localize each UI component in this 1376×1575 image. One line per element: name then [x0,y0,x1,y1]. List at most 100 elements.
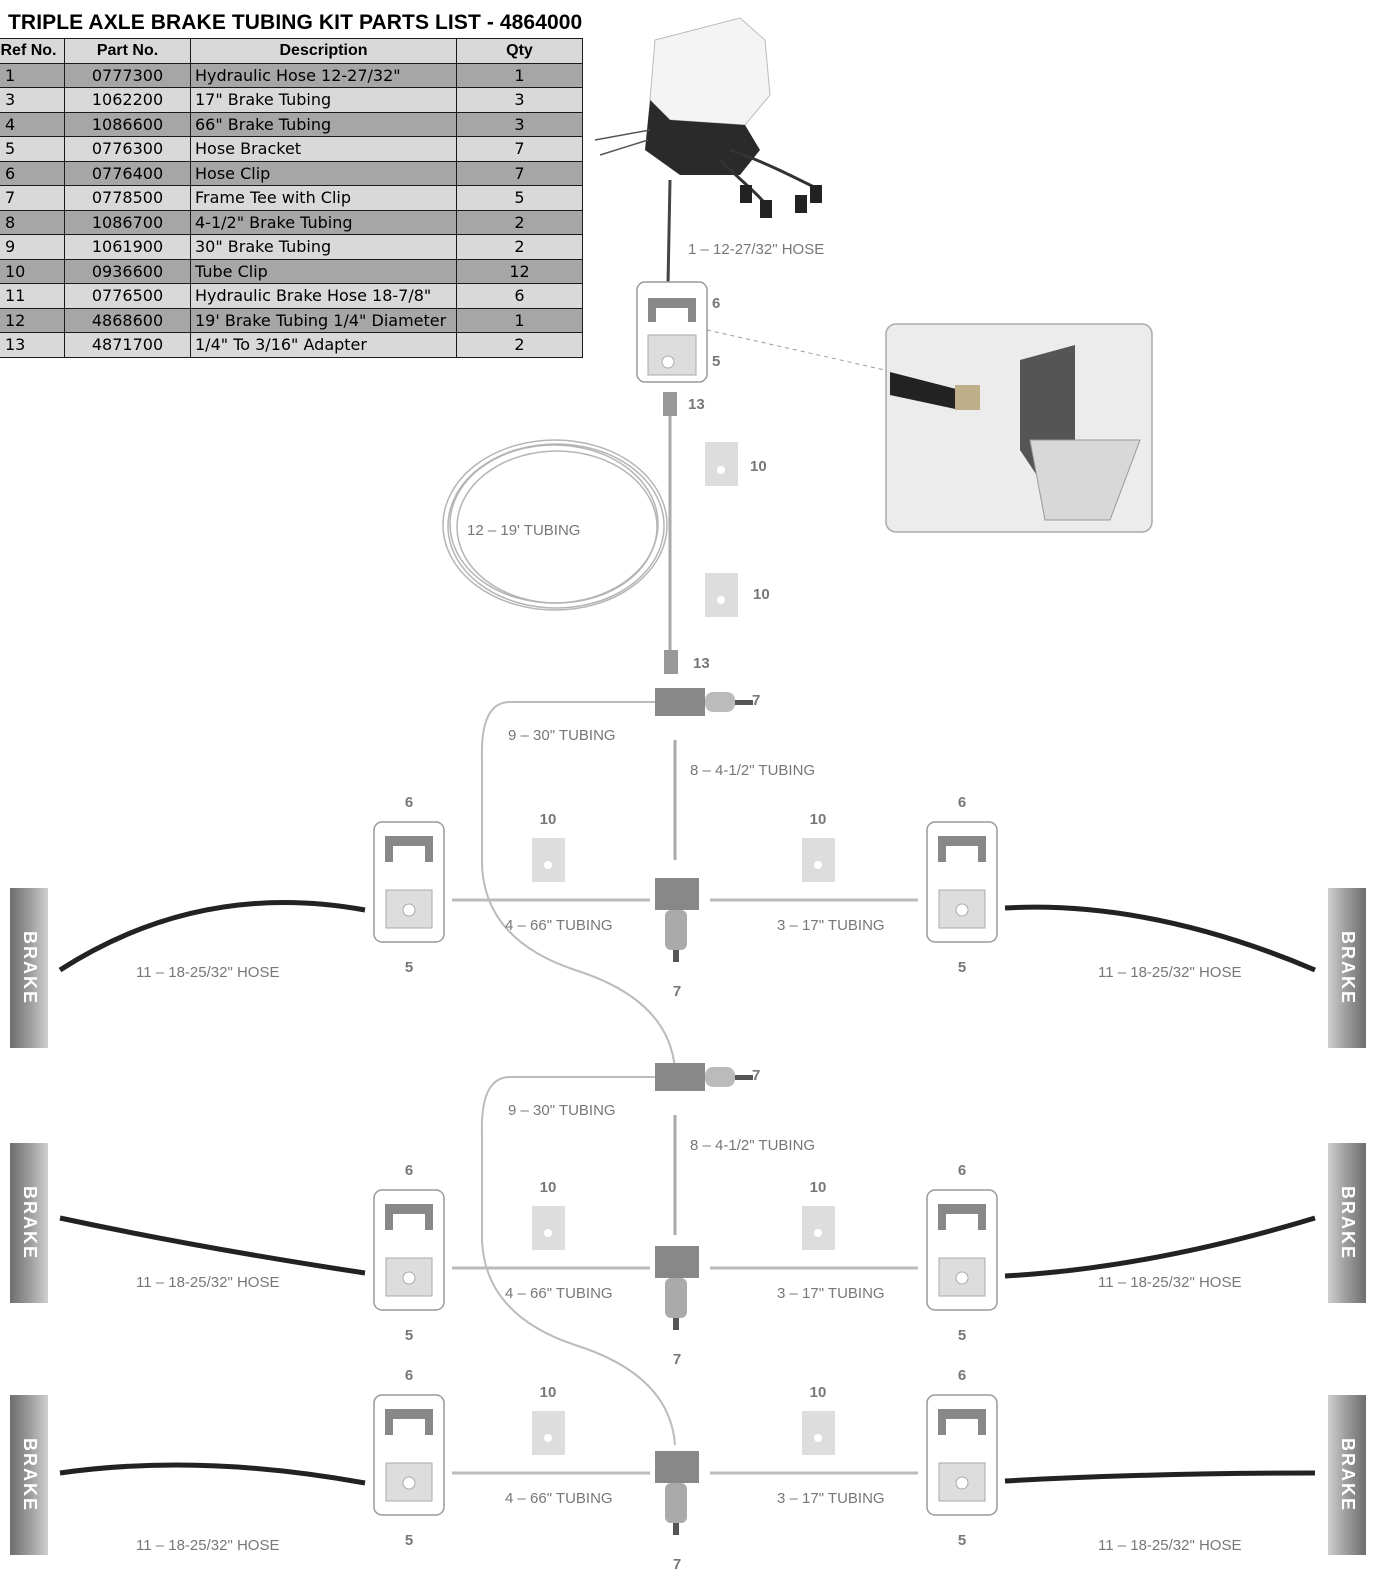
tube-clip-right-0 [802,838,835,882]
label-tubing-3: 3 – 17" TUBING [777,917,885,934]
qty-cell: 1 [456,307,583,333]
brake-right-1 [1328,1143,1366,1303]
callout-clip-left: 6 [405,794,413,811]
qty-cell: 7 [456,160,583,186]
brake-right-2 [1328,1395,1366,1555]
label-tubing-8: 8 – 4-1/2" TUBING [690,762,815,779]
brake-label-left: BRAKE [20,1438,40,1512]
tube-clip-left-1 [532,1206,565,1250]
label-tubing-4: 4 – 66" TUBING [505,917,613,934]
label-hose-11-right: 11 – 18-25/32" HOSE [1098,964,1241,981]
ref-cell: 12 [0,307,65,333]
tube-clip-left-1-hole [544,1229,552,1237]
table-header-row: Ref No. Part No. Description Qty [0,38,583,64]
right-hose-bracket-1-hole [955,1271,969,1285]
brake-label-right: BRAKE [1338,1186,1358,1260]
brake-label-right: BRAKE [1338,931,1358,1005]
ref-cell: 8 [0,209,65,235]
left-hose-bracket-0-hole [402,903,416,917]
label-tubing-4: 4 – 66" TUBING [505,1285,613,1302]
callout-clip-right: 6 [958,1162,966,1179]
top-hose-bracket-assembly [636,281,886,383]
label-hose-11-left: 11 – 18-25/32" HOSE [136,964,279,981]
qty-cell: 1 [456,62,583,88]
frame-tee-0 [655,688,705,716]
frame-tee-bolt-0 [735,700,753,705]
frame-tee-clip-0 [705,692,735,712]
right-hose-bracket-0-hole [955,903,969,917]
callout-clip-top: 6 [712,295,720,312]
qty-cell: 7 [456,136,583,162]
tube-clip-right-1 [802,1206,835,1250]
part-cell: 0777300 [64,62,191,88]
left-hose-11-2 [59,1462,366,1486]
label-tubing-9: 9 – 30" TUBING [508,727,616,744]
callout-frame-tee: 7 [752,692,760,709]
callout-clip-left: 6 [405,1162,413,1179]
callout-bracket-left: 5 [405,1532,413,1549]
part-cell: 0936600 [64,258,191,284]
axle-tee-0 [655,878,699,910]
tube-clip-right-1-hole [814,1229,822,1237]
brake-left-0 [10,888,48,1048]
adapter-13-top [663,392,677,416]
desc-cell: Frame Tee with Clip [190,185,457,211]
coil-tubing-12 [442,439,668,611]
ref-cell: 3 [0,87,65,113]
desc-cell: Hydraulic Brake Hose 18-7/8" [190,283,457,309]
callout-axle-tee: 7 [673,983,681,1000]
callout-bracket-right: 5 [958,959,966,976]
label-hose-1: 1 – 12-27/32" HOSE [688,241,824,258]
ref-cell: 5 [0,136,65,162]
desc-cell: 1/4" To 3/16" Adapter [190,332,457,358]
callout-tube-clip-left: 10 [540,1179,557,1196]
part-cell: 4871700 [64,332,191,358]
part-cell: 0776500 [64,283,191,309]
callout-frame-tee: 7 [752,1067,760,1084]
part-cell: 1061900 [64,234,191,260]
tube-clip-right-2-hole [814,1434,822,1442]
desc-cell: Hose Bracket [190,136,457,162]
left-hose-11-1 [59,1215,366,1276]
callout-tube-clip-top-2: 10 [753,586,770,603]
callout-axle-tee: 7 [673,1351,681,1368]
callout-bracket-left: 5 [405,1327,413,1344]
axle-tee-bolt-0 [673,950,679,962]
desc-cell: 17" Brake Tubing [190,87,457,113]
left-hose-bracket-1-hole [402,1271,416,1285]
callout-tube-clip-right: 10 [810,811,827,828]
tube-clip-left-0-hole [544,861,552,869]
callout-bracket-left: 5 [405,959,413,976]
label-tubing-12: 12 – 19' TUBING [467,522,580,539]
frame-tee-1 [655,1063,705,1091]
left-hose-11-0 [58,900,366,973]
callout-bracket-right: 5 [958,1532,966,1549]
qty-cell: 5 [456,185,583,211]
desc-cell: Hose Clip [190,160,457,186]
desc-cell: Hydraulic Hose 12-27/32" [190,62,457,88]
callout-adapter-bottom: 13 [693,655,710,672]
ref-cell: 13 [0,332,65,358]
label-hose-11-left: 11 – 18-25/32" HOSE [136,1537,279,1554]
brake-label-left: BRAKE [20,931,40,1005]
tube-clip-left-2-hole [544,1434,552,1442]
axle-tee-bolt-1 [673,1318,679,1330]
callout-clip-left: 6 [405,1367,413,1384]
part-cell: 0776300 [64,136,191,162]
desc-cell: 30" Brake Tubing [190,234,457,260]
right-hose-11-1 [1004,1215,1316,1279]
frame-tee-clip-1 [705,1067,735,1087]
parts-table: Ref No. Part No. Description Qty 1 077730… [0,38,583,358]
right-hose-bracket-1-clip [938,1204,986,1230]
tube-clip-left-0 [532,838,565,882]
right-hose-bracket-2-hole [955,1476,969,1490]
right-hose-bracket-0-clip [938,836,986,862]
qty-cell: 2 [456,209,583,235]
